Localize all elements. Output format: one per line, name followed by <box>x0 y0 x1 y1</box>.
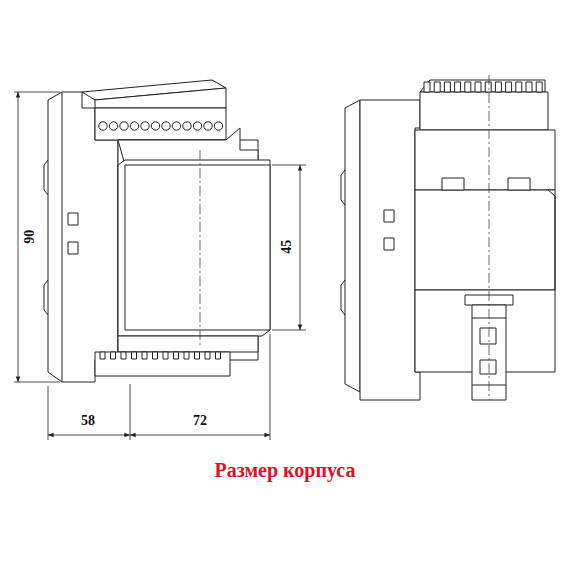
terminal-screw <box>214 122 222 130</box>
terminal-slot <box>142 352 147 359</box>
terminal-slot <box>216 352 221 359</box>
terminal-slot <box>184 352 189 359</box>
terminal-slot <box>495 82 501 92</box>
terminal-slot <box>163 352 168 359</box>
terminal-slot <box>111 352 116 359</box>
terminal-slot <box>485 82 491 92</box>
terminal-slot <box>475 82 481 92</box>
terminal-screw <box>130 122 138 130</box>
terminal-slot <box>205 352 210 359</box>
terminal-slot <box>174 352 179 359</box>
caption: Размер корпуса <box>214 459 355 482</box>
terminal-slot <box>536 82 542 92</box>
terminal-screw <box>183 122 191 130</box>
dimension-label: 72 <box>191 413 209 428</box>
terminal-screw <box>151 122 159 130</box>
terminal-slot <box>506 82 512 92</box>
terminal-screw <box>141 122 149 130</box>
terminal-screw <box>204 122 212 130</box>
terminal-slot <box>121 352 126 359</box>
terminal-screw <box>120 122 128 130</box>
terminal-screw <box>172 122 180 130</box>
terminal-slot <box>434 82 440 92</box>
terminal-slot <box>516 82 522 92</box>
terminal-screw <box>193 122 201 130</box>
dimension-label: 58 <box>79 413 97 428</box>
terminal-slot <box>455 82 461 92</box>
terminal-slot <box>153 352 158 359</box>
terminal-slot <box>195 352 200 359</box>
terminal-slot <box>132 352 137 359</box>
terminal-screw <box>162 122 170 130</box>
terminal-screw <box>99 122 107 130</box>
terminal-slot <box>465 82 471 92</box>
dimension-label: 45 <box>279 238 294 256</box>
terminal-screw <box>109 122 117 130</box>
terminal-slot <box>444 82 450 92</box>
terminal-slot <box>526 82 532 92</box>
dimension-label: 90 <box>22 228 37 246</box>
terminal-slot <box>100 352 105 359</box>
terminal-slot <box>424 82 430 92</box>
